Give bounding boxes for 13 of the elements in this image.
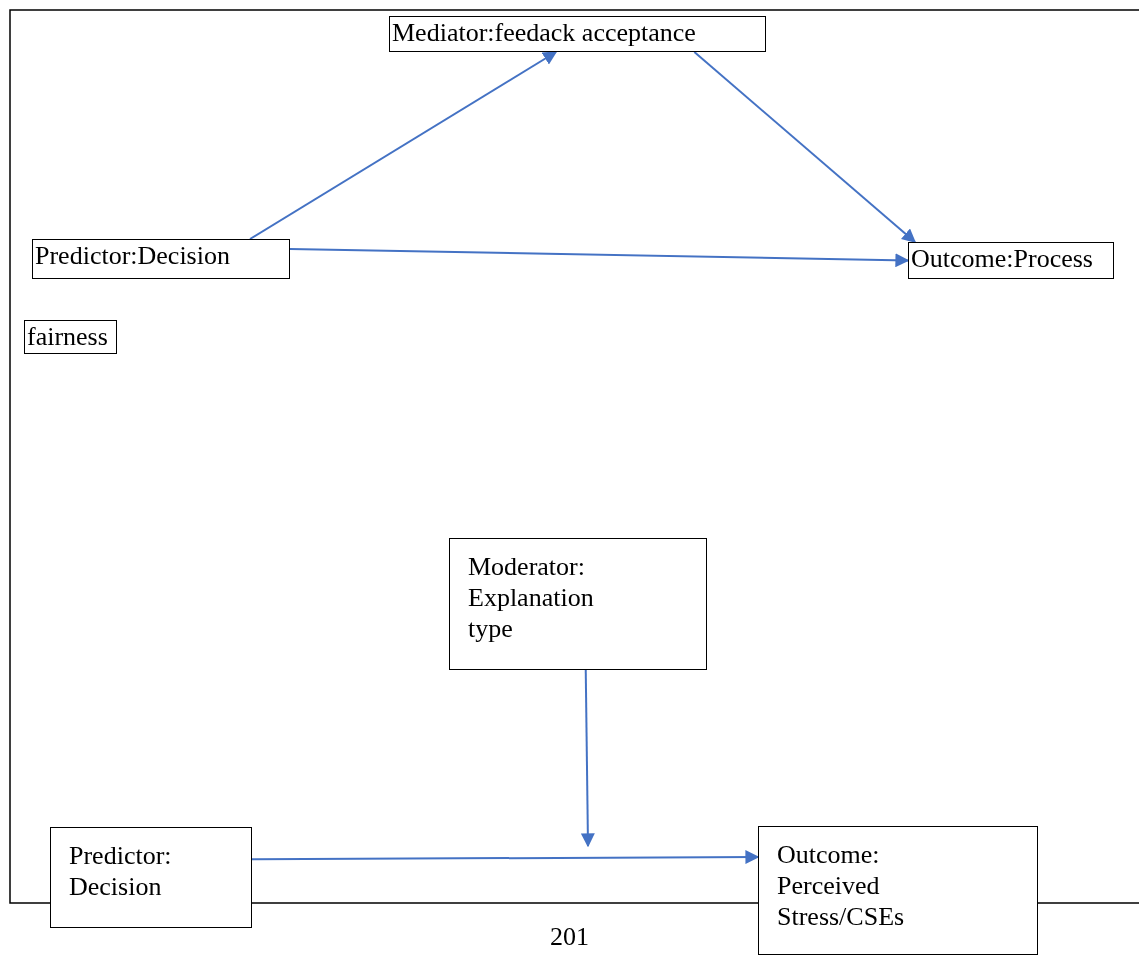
arrow <box>693 51 917 243</box>
arrow <box>289 248 910 268</box>
arrow <box>249 51 558 240</box>
concept-box: Moderator: Explanation type <box>449 538 707 670</box>
label-box: Predictor:Decision <box>32 239 290 279</box>
page-number: 201 <box>550 922 589 952</box>
label-box: Outcome:Process <box>908 242 1114 279</box>
concept-box: Predictor: Decision <box>50 827 252 928</box>
label-box: Mediator:feedack acceptance <box>389 16 766 52</box>
arrow <box>580 669 595 848</box>
concept-box: Outcome: Perceived Stress/CSEs <box>758 826 1038 955</box>
label-box: fairness <box>24 320 117 354</box>
arrow <box>251 850 760 864</box>
